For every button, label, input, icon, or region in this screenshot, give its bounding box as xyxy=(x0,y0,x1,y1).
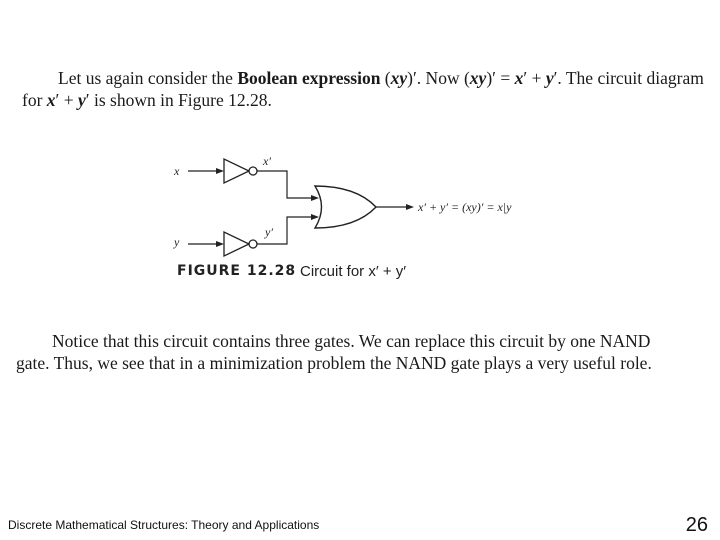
figure-caption-text: Circuit for x′ + y′ xyxy=(300,263,407,280)
var-x: x xyxy=(46,90,56,110)
var-y: y xyxy=(77,90,86,110)
output-expression: x′ + y′ = (xy)′ = x|y xyxy=(417,200,512,214)
wire-y-prime-arrow xyxy=(311,214,319,220)
notice-text: Notice that this circuit contains three … xyxy=(16,331,652,373)
or-gate xyxy=(313,185,377,229)
intro-paragraph: Let us again consider the Boolean expres… xyxy=(22,67,712,111)
not-x-output-label: x′ xyxy=(262,154,271,168)
figure-caption-label: FIGURE 12.28 xyxy=(177,263,297,279)
boolean-expression-term: Boolean expression xyxy=(237,68,381,88)
input-x-arrow xyxy=(216,168,224,174)
page-number: 26 xyxy=(685,514,708,536)
intro-text: )′. Now ( xyxy=(407,68,470,88)
wire-x-prime xyxy=(257,170,312,199)
intro-text: ( xyxy=(380,68,391,88)
input-y-arrow xyxy=(216,241,224,247)
input-x-label: x xyxy=(173,164,180,178)
intro-text: ′ + xyxy=(523,68,546,88)
wire-x-prime-arrow xyxy=(311,195,319,201)
intro-text: )′ = xyxy=(486,68,515,88)
var-xy: xy xyxy=(390,68,408,88)
footer-book-title: Discrete Mathematical Structures: Theory… xyxy=(8,518,320,532)
not-gate-x-bubble xyxy=(248,166,258,176)
intro-text: ′ is shown in Figure 12.28. xyxy=(85,90,272,110)
intro-text: ′ + xyxy=(55,90,78,110)
not-gate-y xyxy=(223,230,251,258)
circuit-diagram: x x′ y y′ x′ + y′ = (xy)′ = x|y xyxy=(173,154,512,258)
notice-paragraph: Notice that this circuit contains three … xyxy=(16,330,676,374)
var-xy: xy xyxy=(469,68,487,88)
input-y-label: y xyxy=(173,235,180,249)
intro-text: Let us again consider the xyxy=(58,68,238,88)
var-x: x xyxy=(514,68,524,88)
wire-y-prime xyxy=(257,216,312,245)
not-gate-x xyxy=(223,157,251,185)
var-y: y xyxy=(545,68,554,88)
not-y-output-label: y′ xyxy=(264,225,273,239)
intro-text: ′. The circuit diagram for xyxy=(22,68,704,110)
not-gate-y-bubble xyxy=(248,239,258,249)
output-arrow xyxy=(406,204,414,210)
